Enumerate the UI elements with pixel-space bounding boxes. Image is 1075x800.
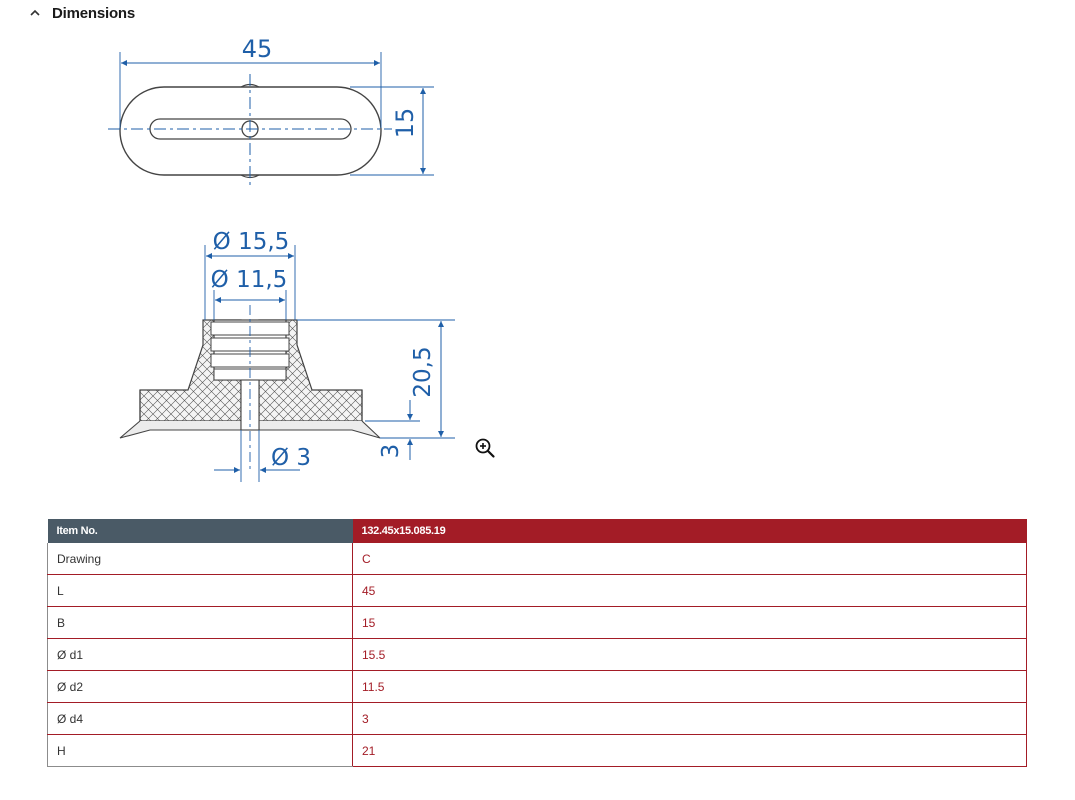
- row-key: L: [47, 574, 353, 607]
- zoom-in-button[interactable]: [474, 437, 496, 459]
- row-value: 15.5: [352, 638, 1027, 671]
- base-height-dimension-label: 3: [378, 444, 404, 459]
- row-key: Ø d4: [47, 702, 353, 735]
- item-no-header: Item No.: [47, 519, 353, 543]
- width-dimension-label: 15: [391, 108, 419, 139]
- row-key: Ø d1: [47, 638, 353, 671]
- row-key: B: [47, 606, 353, 639]
- row-key: Ø d2: [47, 670, 353, 703]
- technical-drawing: 45 15 Ø 15,5 Ø 11: [108, 35, 455, 482]
- table-row: Ø d4 3: [47, 702, 1027, 735]
- row-key: H: [47, 734, 353, 767]
- table-row: Ø d1 15.5: [47, 638, 1027, 671]
- row-value: 21: [352, 734, 1027, 767]
- row-value: C: [352, 543, 1027, 575]
- row-value: 11.5: [352, 670, 1027, 703]
- zoom-in-icon: [475, 438, 495, 458]
- table-row: L 45: [47, 574, 1027, 607]
- side-view: Ø 15,5 Ø 11,5 20,5 3 Ø 3: [119, 229, 455, 482]
- table-row: B 15: [47, 606, 1027, 639]
- dimensions-section-toggle[interactable]: Dimensions: [28, 2, 135, 24]
- chevron-up-icon: [30, 9, 40, 16]
- height-dimension-label: 20,5: [410, 346, 436, 397]
- top-view: 45 15: [108, 35, 434, 186]
- table-header-row: Item No. 132.45x15.085.19: [47, 519, 1027, 543]
- table-row: Drawing C: [47, 543, 1027, 575]
- table-row: H 21: [47, 734, 1027, 767]
- section-title: Dimensions: [52, 4, 136, 22]
- row-value: 45: [352, 574, 1027, 607]
- row-value: 3: [352, 702, 1027, 735]
- inner-diameter-label: Ø 11,5: [211, 267, 288, 293]
- table-row: Ø d2 11.5: [47, 670, 1027, 703]
- item-no-value: 132.45x15.085.19: [352, 519, 1027, 543]
- bore-diameter-label: Ø 3: [271, 445, 311, 471]
- row-value: 15: [352, 606, 1027, 639]
- row-key: Drawing: [47, 543, 353, 575]
- outer-diameter-label: Ø 15,5: [213, 229, 290, 255]
- length-dimension-label: 45: [242, 35, 273, 63]
- specifications-table: Item No. 132.45x15.085.19 Drawing C L 45…: [47, 519, 1027, 767]
